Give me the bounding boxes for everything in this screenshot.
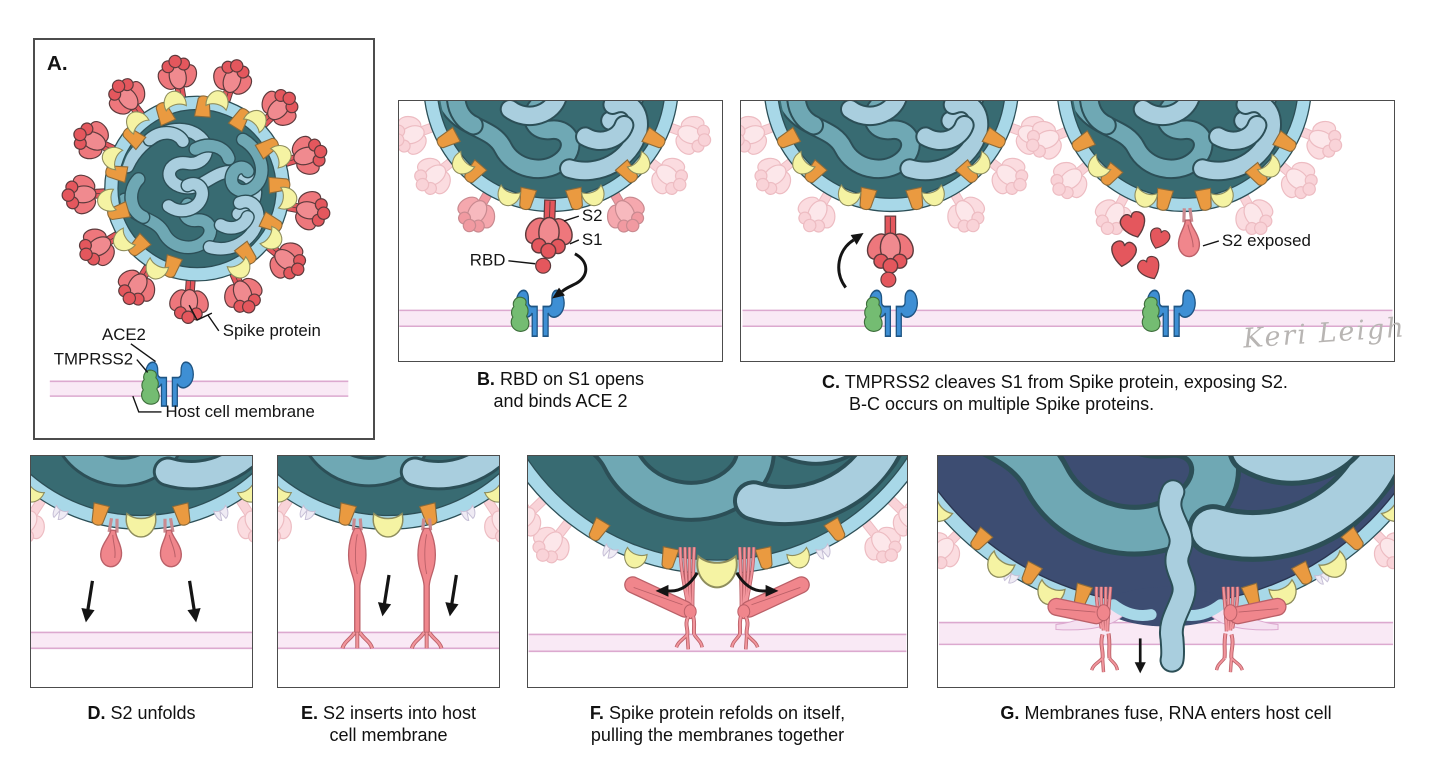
s2-inserted-left (340, 516, 375, 651)
panel-c-caption: C. TMPRSS2 cleaves S1 from Spike protein… (822, 372, 1288, 414)
s2-exposed-label: S2 exposed (1222, 231, 1311, 250)
virion-right (1017, 101, 1351, 246)
spike-protein-label: Spike protein (223, 321, 321, 340)
panel-b: S2 S1 RBD (398, 100, 723, 362)
label-line (1202, 240, 1220, 247)
refold-arrow-icon-right (735, 572, 779, 597)
panel-f-caption: F. Spike protein refolds on itself, pull… (589, 703, 846, 745)
s2-exposed-protein (1177, 208, 1200, 257)
panel-c: S2 exposed (740, 100, 1395, 362)
spike-bracket (188, 304, 220, 332)
host-cell-membrane-label: Host cell membrane (165, 402, 314, 421)
panel-b-letter: B. (476, 369, 495, 389)
panel-g (937, 455, 1395, 688)
refold-arrow-icon-left (655, 572, 699, 597)
virion (528, 456, 907, 589)
panel-a: A. (33, 38, 375, 440)
panel-d-letter: D. (87, 703, 106, 723)
panel-c-letter: C. (822, 372, 840, 392)
host-membrane (49, 380, 349, 397)
rbd-domain (535, 257, 552, 274)
virion (278, 456, 499, 554)
host-membrane (31, 631, 252, 650)
panel-a-letter: A. (47, 52, 68, 75)
tmprss2-protease-right (1141, 296, 1161, 332)
panel-b-caption: B. RBD on S1 opens and binds ACE 2 (476, 369, 645, 411)
rna-strand-exiting (1157, 479, 1197, 673)
spike-on-ace2 (519, 198, 579, 274)
label-lines (130, 304, 220, 413)
down-arrow-icon (181, 578, 205, 625)
panel-e (277, 455, 500, 688)
rbd-label: RBD (470, 251, 506, 270)
tmprss2-protease (141, 369, 160, 405)
panel-d-caption: D. S2 unfolds (87, 703, 196, 723)
virion (31, 456, 252, 554)
virion-left (741, 101, 1059, 243)
panel-g-caption: G. Membranes fuse, RNA enters host cell (1000, 703, 1332, 723)
host-membrane (528, 633, 907, 653)
tmprss2-protease (510, 296, 530, 332)
down-arrow-icon (77, 578, 101, 625)
spike-bound-left (862, 215, 919, 288)
host-membrane (278, 631, 499, 650)
down-arrow-icon (374, 572, 398, 620)
ace2-label: ACE2 (102, 325, 146, 344)
panel-f (527, 455, 908, 688)
tmprss2-label: TMPRSS2 (54, 350, 133, 369)
binding-arrow-icon (552, 252, 588, 299)
s2-inserted-right (409, 516, 444, 651)
virion (60, 50, 335, 326)
label-lines (508, 215, 580, 265)
panel-g-letter: G. (1000, 703, 1020, 723)
s2-label: S2 (582, 206, 603, 225)
s1-label: S1 (582, 230, 603, 249)
panel-e-caption: E. S2 inserts into host cell membrane (300, 703, 477, 745)
down-arrow-icon (441, 572, 465, 620)
tmprss2-protease-left (863, 296, 883, 332)
panel-d (30, 455, 253, 688)
panel-e-letter: E. (300, 703, 318, 723)
cleave-arrow-icon (837, 232, 864, 289)
panel-f-letter: F. (589, 703, 604, 723)
